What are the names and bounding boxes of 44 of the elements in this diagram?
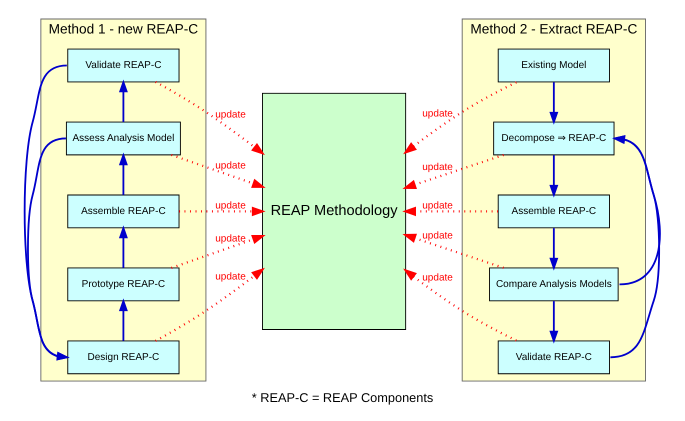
arrow	[612, 135, 661, 286]
node-box: Validate REAP-C	[498, 340, 610, 374]
arrow	[24, 64, 70, 361]
edge-label: update	[422, 162, 453, 174]
node-box: Compare Analysis Models	[489, 268, 619, 302]
edge-label: update	[422, 272, 453, 284]
node-box: Assemble REAP-C	[67, 194, 180, 228]
node-box: REAP Methodology	[262, 92, 406, 330]
arrow	[549, 155, 558, 198]
arrow	[118, 225, 128, 268]
arrow	[27, 138, 70, 361]
arrow	[403, 268, 518, 342]
arrow	[610, 135, 660, 358]
edge-label: update	[215, 109, 246, 120]
node-box: Decompose ⇒ REAP-C	[493, 122, 614, 156]
edge-label: update	[215, 160, 246, 172]
arrow	[171, 234, 266, 269]
edge-label: update	[215, 233, 246, 244]
arrow	[155, 268, 265, 342]
arrow	[179, 206, 266, 216]
edge-label: update	[422, 200, 453, 212]
edge-label: update	[215, 200, 246, 212]
arrow	[549, 82, 558, 125]
arrow	[171, 154, 266, 188]
edge-label: update	[422, 108, 453, 120]
node-box: Prototype REAP-C	[67, 268, 180, 302]
arrow	[118, 298, 128, 341]
node-box: Validate REAP-C	[67, 48, 180, 82]
arrow	[402, 234, 504, 270]
edge-label: update	[215, 272, 246, 283]
arrow	[549, 228, 558, 271]
node-box: Assess Analysis Model	[66, 122, 181, 156]
arrow	[118, 79, 128, 122]
arrow	[402, 154, 504, 190]
caption: * REAP-C = REAP Components	[252, 390, 434, 406]
edge-label: update	[422, 230, 453, 242]
arrow	[118, 152, 128, 195]
arrow	[403, 81, 518, 154]
node-box: Design REAP-C	[67, 340, 180, 374]
node-box: Assemble REAP-C	[498, 194, 610, 228]
node-box: Existing Model	[498, 48, 610, 82]
arrow	[155, 80, 265, 156]
arrow	[549, 301, 558, 344]
arrow	[402, 206, 498, 216]
